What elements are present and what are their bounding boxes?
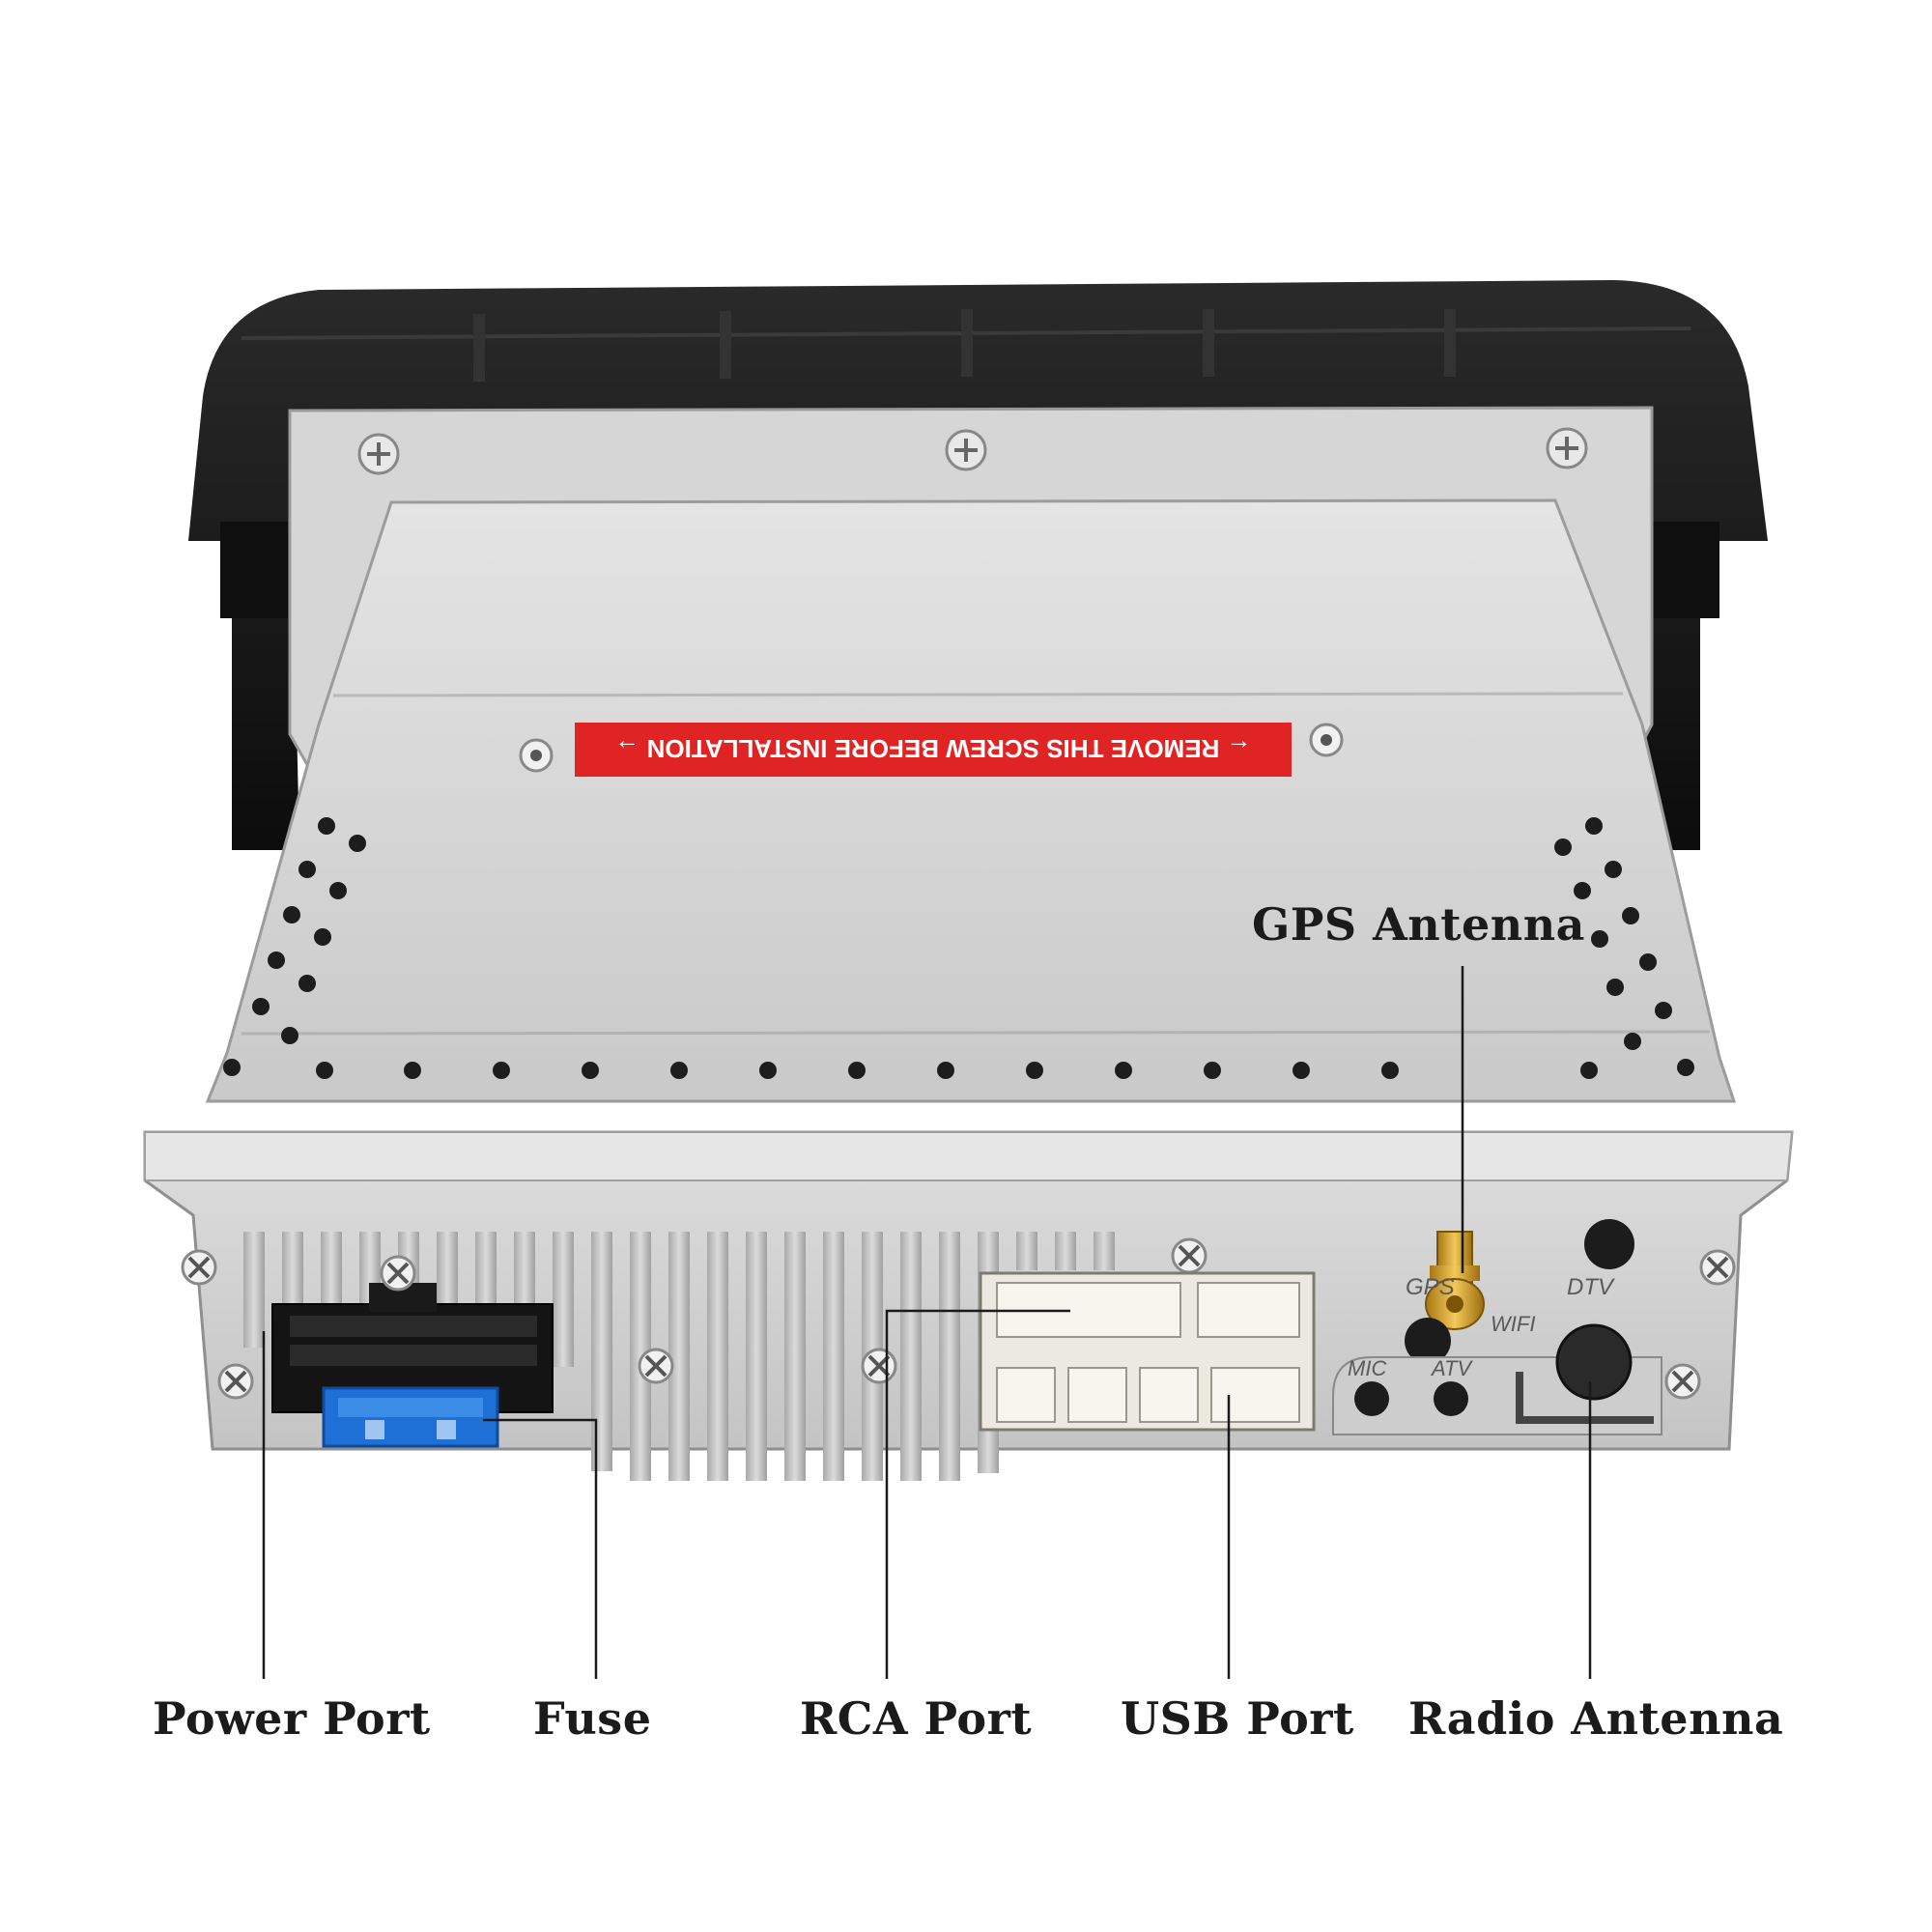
- screw-icon: [380, 1255, 416, 1292]
- bezel-rib: [1444, 309, 1456, 377]
- callout-leaders: [262, 966, 1592, 1679]
- mic-port: [1354, 1381, 1389, 1416]
- screw-icon: [1699, 1249, 1736, 1286]
- mic-mark: MIC: [1348, 1356, 1386, 1380]
- chassis-top: [205, 498, 1737, 1103]
- rca-port-leader: [885, 1309, 1070, 1679]
- fuse-leader: [483, 1418, 598, 1679]
- rear-panel-screws: [181, 1237, 1736, 1400]
- usb-port-label: USB Port: [1121, 1692, 1354, 1745]
- bezel-rib: [961, 309, 973, 377]
- usb-port-socket: [1210, 1367, 1300, 1423]
- transport-screw-icon: [519, 738, 554, 773]
- radio-antenna-port: [1555, 1323, 1633, 1401]
- screw-icon: [1546, 427, 1588, 469]
- bezel-frame: [188, 280, 1768, 850]
- rca-usb-connector-block: [979, 1271, 1316, 1432]
- atv-mark: ATV: [1430, 1356, 1473, 1380]
- wifi-port: [1405, 1318, 1451, 1364]
- rca-port-label: RCA Port: [800, 1692, 1033, 1745]
- screw-icon: [638, 1348, 674, 1384]
- screw-icon: [1171, 1237, 1208, 1274]
- screw-icon: [1664, 1363, 1701, 1400]
- dtv-port: [1584, 1219, 1634, 1269]
- wifi-mark: WIFI: [1491, 1312, 1535, 1336]
- radio-antenna-label: Radio Antenna: [1408, 1692, 1784, 1745]
- warning-sticker: ← REMOVE THIS SCREW BEFORE INSTALLATION …: [575, 723, 1292, 777]
- screw-icon: [181, 1249, 217, 1286]
- gps-antenna-label: GPS Antenna: [1252, 898, 1585, 951]
- screw-icon: [861, 1348, 897, 1384]
- gps-antenna-connector: [1425, 1231, 1485, 1330]
- transport-screw-icon: [1309, 723, 1344, 757]
- bezel-rib: [1203, 309, 1214, 377]
- screw-icon: [357, 433, 400, 475]
- fuse: [322, 1386, 499, 1448]
- bezel-rib: [720, 311, 731, 379]
- warning-label-text: ← REMOVE THIS SCREW BEFORE INSTALLATION …: [614, 734, 1251, 763]
- vent-holes: [223, 817, 1694, 1079]
- dtv-mark: DTV: [1567, 1274, 1615, 1300]
- aux-ports: [1332, 1219, 1662, 1435]
- bezel-rib: [473, 314, 485, 382]
- fuse-label: Fuse: [533, 1692, 652, 1745]
- back-plate-screws: [357, 427, 1588, 475]
- screw-icon: [217, 1363, 254, 1400]
- gps-mark: GPS: [1406, 1274, 1455, 1300]
- atv-port: [1434, 1381, 1468, 1416]
- screw-icon: [945, 429, 987, 471]
- power-port-label: Power Port: [153, 1692, 431, 1745]
